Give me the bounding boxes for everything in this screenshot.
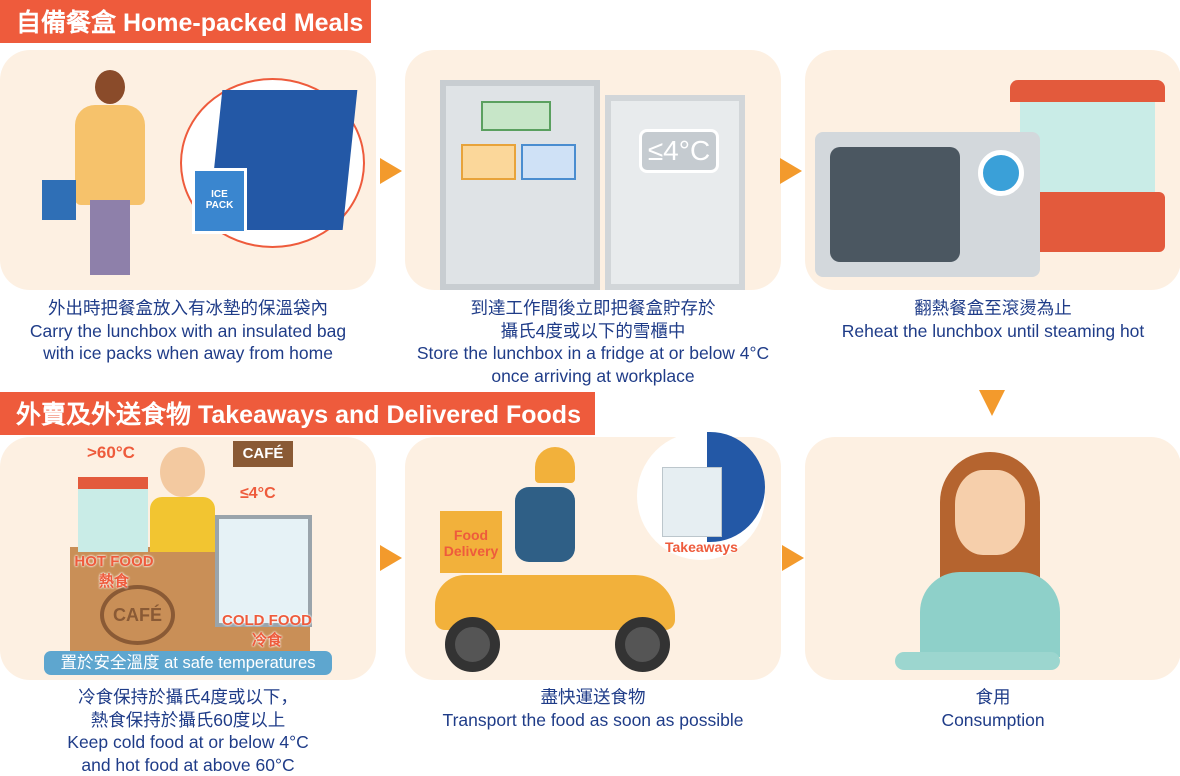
- caption-zh: 翻熱餐盒至滾燙為止: [805, 297, 1180, 320]
- caption-en-1: Carry the lunchbox with an insulated bag: [0, 320, 376, 343]
- caption-zh-2: 熱食保持於攝氏60度以上: [0, 709, 376, 732]
- section-banner-home-packed: 自備餐盒 Home-packed Meals: [0, 0, 371, 43]
- caption-zh: 盡快運送食物: [405, 686, 781, 709]
- caption-zh-2: 攝氏4度或以下的雪櫃中: [400, 320, 786, 343]
- caption-en-1: Keep cold food at or below 4°C: [0, 731, 376, 754]
- panel-reheat: [805, 50, 1180, 290]
- ice-pack-icon: ICE PACK: [192, 168, 247, 234]
- caption-en-1: Store the lunchbox in a fridge at or bel…: [400, 342, 786, 365]
- woman-illustration: [50, 70, 160, 280]
- caption-carry: 外出時把餐盒放入有冰墊的保溫袋內 Carry the lunchbox with…: [0, 297, 376, 365]
- panel-consumption: [805, 437, 1180, 680]
- takeaways-label: Takeaways: [665, 539, 738, 555]
- arrow-right-icon: [782, 545, 804, 571]
- rider-illustration: [510, 447, 590, 567]
- display-fridge-icon: [215, 515, 312, 627]
- arrow-right-icon: [380, 158, 402, 184]
- fridge-icon: [440, 80, 600, 290]
- caption-en-2: and hot food at above 60°C: [0, 754, 376, 776]
- microwave-icon: [815, 132, 1040, 277]
- caption-zh: 外出時把餐盒放入有冰墊的保溫袋內: [0, 297, 376, 320]
- caption-zh-1: 到達工作間後立即把餐盒貯存於: [400, 297, 786, 320]
- cafe-logo: CAFÉ: [100, 585, 175, 645]
- arrow-right-icon: [380, 545, 402, 571]
- arrow-down-icon: [979, 390, 1005, 416]
- caption-en: Reheat the lunchbox until steaming hot: [805, 320, 1180, 343]
- caption-delivery: 盡快運送食物 Transport the food as soon as pos…: [405, 686, 781, 731]
- arrow-right-icon: [780, 158, 802, 184]
- caption-en: Transport the food as soon as possible: [405, 709, 781, 732]
- hot-food-zh: 熱食: [74, 570, 154, 591]
- temperature-display: ≤4°C: [639, 129, 719, 173]
- panel-fridge: ≤4°C: [405, 50, 781, 290]
- delivery-box-icon: Food Delivery: [440, 511, 502, 573]
- cold-food-zh: 冷食: [222, 629, 312, 650]
- caption-zh-1: 冷食保持於攝氏4度或以下，: [0, 686, 376, 709]
- cold-food-en: COLD FOOD: [222, 612, 312, 629]
- server-illustration: [150, 447, 215, 547]
- panel-delivery: Takeaways Food Delivery: [405, 437, 781, 680]
- caption-fridge: 到達工作間後立即把餐盒貯存於 攝氏4度或以下的雪櫃中 Store the lun…: [400, 297, 786, 387]
- panel-carry: ICE PACK: [0, 50, 376, 290]
- table: [895, 652, 1060, 670]
- caption-en: Consumption: [805, 709, 1180, 732]
- caption-en-2: with ice packs when away from home: [0, 342, 376, 365]
- safe-temperature-badge: 置於安全溫度 at safe temperatures: [44, 651, 332, 675]
- fridge-door: ≤4°C: [605, 95, 745, 290]
- section-banner-takeaways: 外賣及外送食物 Takeaways and Delivered Foods: [0, 392, 595, 435]
- caption-cafe: 冷食保持於攝氏4度或以下， 熱食保持於攝氏60度以上 Keep cold foo…: [0, 686, 376, 776]
- caption-reheat: 翻熱餐盒至滾燙為止 Reheat the lunchbox until stea…: [805, 297, 1180, 342]
- caption-consumption: 食用 Consumption: [805, 686, 1180, 731]
- cafe-sign: CAFÉ: [233, 441, 293, 467]
- steamer-icon: [78, 477, 148, 552]
- caption-en-2: once arriving at workplace: [400, 365, 786, 388]
- hot-food-en: HOT FOOD: [74, 553, 154, 570]
- woman-eating-illustration: [910, 452, 1070, 657]
- caption-zh: 食用: [805, 686, 1180, 709]
- cold-temp-label: ≤4°C: [240, 485, 276, 503]
- hot-temp-label: >60°C: [87, 443, 135, 463]
